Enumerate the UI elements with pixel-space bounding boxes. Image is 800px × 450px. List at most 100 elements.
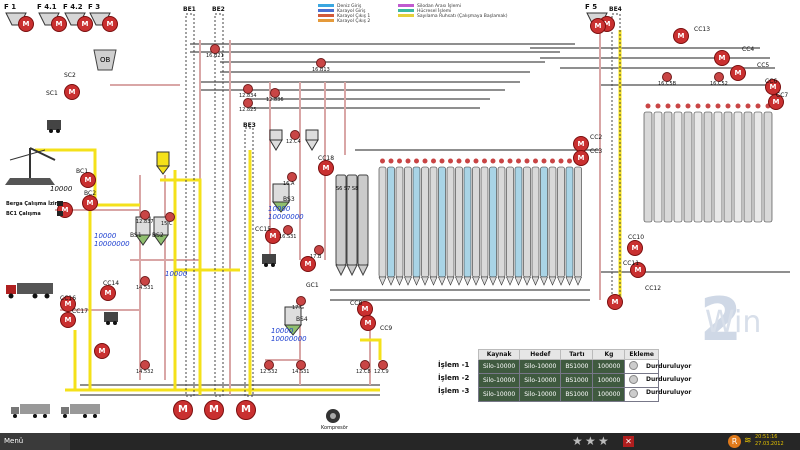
valve-icon[interactable] xyxy=(524,158,530,164)
silo-icon[interactable] xyxy=(446,166,455,278)
valve-icon[interactable] xyxy=(296,360,306,370)
motor-icon[interactable]: M xyxy=(82,195,98,211)
kg-cell[interactable]: 100000 xyxy=(592,373,626,388)
silo-icon[interactable] xyxy=(421,166,429,278)
target-cell[interactable]: Silo-10000 xyxy=(519,373,562,388)
silo-icon[interactable] xyxy=(643,111,653,223)
motor-icon[interactable]: M xyxy=(64,84,80,100)
source-cell[interactable]: Silo-10000 xyxy=(477,387,521,402)
silo-icon[interactable] xyxy=(663,111,673,223)
valve-icon[interactable] xyxy=(645,103,651,109)
valve-icon[interactable] xyxy=(456,158,462,164)
star-icon[interactable]: ★ xyxy=(598,434,609,448)
valve-icon[interactable] xyxy=(414,158,419,164)
compressor-icon[interactable] xyxy=(325,408,341,424)
silo-icon[interactable] xyxy=(673,111,683,223)
motor-icon[interactable]: M xyxy=(607,294,623,310)
silo-icon[interactable] xyxy=(480,166,489,278)
motor-icon[interactable]: M xyxy=(102,16,118,32)
add-cell[interactable] xyxy=(624,359,659,374)
valve-icon[interactable] xyxy=(662,72,672,82)
valve-icon[interactable] xyxy=(397,158,402,164)
table-row[interactable]: Silo-10000 Silo-10000 BS1000 100000 xyxy=(477,359,659,374)
motor-icon[interactable]: M xyxy=(80,172,96,188)
status-r-icon[interactable]: R xyxy=(728,435,741,448)
motor-icon[interactable]: M xyxy=(768,94,784,110)
silo-icon[interactable] xyxy=(565,166,574,278)
valve-icon[interactable] xyxy=(516,158,521,164)
valve-icon[interactable] xyxy=(735,103,741,109)
valve-icon[interactable] xyxy=(482,158,487,164)
valve-icon[interactable] xyxy=(567,158,572,164)
valve-icon[interactable] xyxy=(140,210,150,220)
bc1-run-toggle[interactable] xyxy=(57,211,63,216)
motor-icon[interactable]: M xyxy=(765,79,781,95)
motor-icon[interactable]: M xyxy=(236,400,256,420)
valve-icon[interactable] xyxy=(448,158,453,164)
valve-icon[interactable] xyxy=(165,212,175,222)
motor-icon[interactable]: M xyxy=(590,18,606,34)
motor-icon[interactable]: M xyxy=(627,240,643,256)
silo-icon[interactable] xyxy=(753,111,763,223)
valve-icon[interactable] xyxy=(745,103,751,109)
silo-icon[interactable] xyxy=(438,166,446,278)
valve-icon[interactable] xyxy=(243,98,253,108)
valve-icon[interactable] xyxy=(705,103,711,109)
motor-icon[interactable]: M xyxy=(714,50,730,66)
valve-icon[interactable] xyxy=(316,58,326,68)
target-cell[interactable]: Silo-10000 xyxy=(519,387,562,402)
valve-icon[interactable] xyxy=(725,103,731,109)
valve-icon[interactable] xyxy=(422,158,428,164)
valve-icon[interactable] xyxy=(270,88,280,98)
valve-icon[interactable] xyxy=(405,158,411,164)
valve-icon[interactable] xyxy=(287,172,297,182)
table-row[interactable]: Silo-10000 Silo-10000 BS1000 100000 xyxy=(477,373,659,388)
silo-icon[interactable] xyxy=(514,166,523,278)
motor-icon[interactable]: M xyxy=(265,228,281,244)
silo-icon[interactable] xyxy=(523,166,531,278)
motor-icon[interactable]: M xyxy=(51,16,67,32)
source-cell[interactable]: Silo-10000 xyxy=(477,373,521,388)
valve-icon[interactable] xyxy=(264,360,274,370)
kg-cell[interactable]: 100000 xyxy=(592,359,626,374)
motor-icon[interactable]: M xyxy=(204,400,224,420)
silo-icon[interactable] xyxy=(387,166,395,278)
valve-icon[interactable] xyxy=(490,158,496,164)
start-permit-toggle[interactable] xyxy=(57,201,63,206)
star-icon[interactable]: ★ xyxy=(585,434,596,448)
valve-icon[interactable] xyxy=(439,158,445,164)
valve-icon[interactable] xyxy=(550,158,555,164)
silo-icon[interactable] xyxy=(713,111,723,223)
silo-icon[interactable] xyxy=(703,111,713,223)
silo-icon[interactable] xyxy=(763,111,773,223)
target-cell[interactable]: Silo-10000 xyxy=(519,359,562,374)
valve-icon[interactable] xyxy=(558,158,564,164)
menu-button[interactable]: Menü xyxy=(0,433,70,450)
silo-icon[interactable] xyxy=(531,166,540,278)
silo-icon[interactable] xyxy=(683,111,693,223)
silo-icon[interactable] xyxy=(378,166,387,278)
motor-icon[interactable]: M xyxy=(94,343,110,359)
silo-icon[interactable] xyxy=(693,111,703,223)
valve-icon[interactable] xyxy=(314,245,324,255)
motor-icon[interactable]: M xyxy=(173,400,193,420)
silo-icon[interactable] xyxy=(548,166,557,278)
motor-icon[interactable]: M xyxy=(573,150,589,166)
source-cell[interactable]: Silo-10000 xyxy=(477,359,521,374)
motor-icon[interactable]: M xyxy=(100,285,116,301)
motor-icon[interactable]: M xyxy=(18,16,34,32)
silo-icon[interactable] xyxy=(429,166,438,278)
valve-icon[interactable] xyxy=(140,360,150,370)
valve-icon[interactable] xyxy=(665,103,671,109)
scale-cell[interactable]: BS1000 xyxy=(560,387,594,402)
motor-icon[interactable]: M xyxy=(360,315,376,331)
valve-icon[interactable] xyxy=(465,158,470,164)
valve-icon[interactable] xyxy=(685,103,691,109)
silo-icon[interactable] xyxy=(743,111,753,223)
silo-icon[interactable] xyxy=(733,111,743,223)
valve-icon[interactable] xyxy=(675,103,681,109)
valve-icon[interactable] xyxy=(431,158,436,164)
silo-icon[interactable] xyxy=(489,166,497,278)
valve-icon[interactable] xyxy=(388,158,394,164)
silo-icon[interactable] xyxy=(540,166,548,278)
